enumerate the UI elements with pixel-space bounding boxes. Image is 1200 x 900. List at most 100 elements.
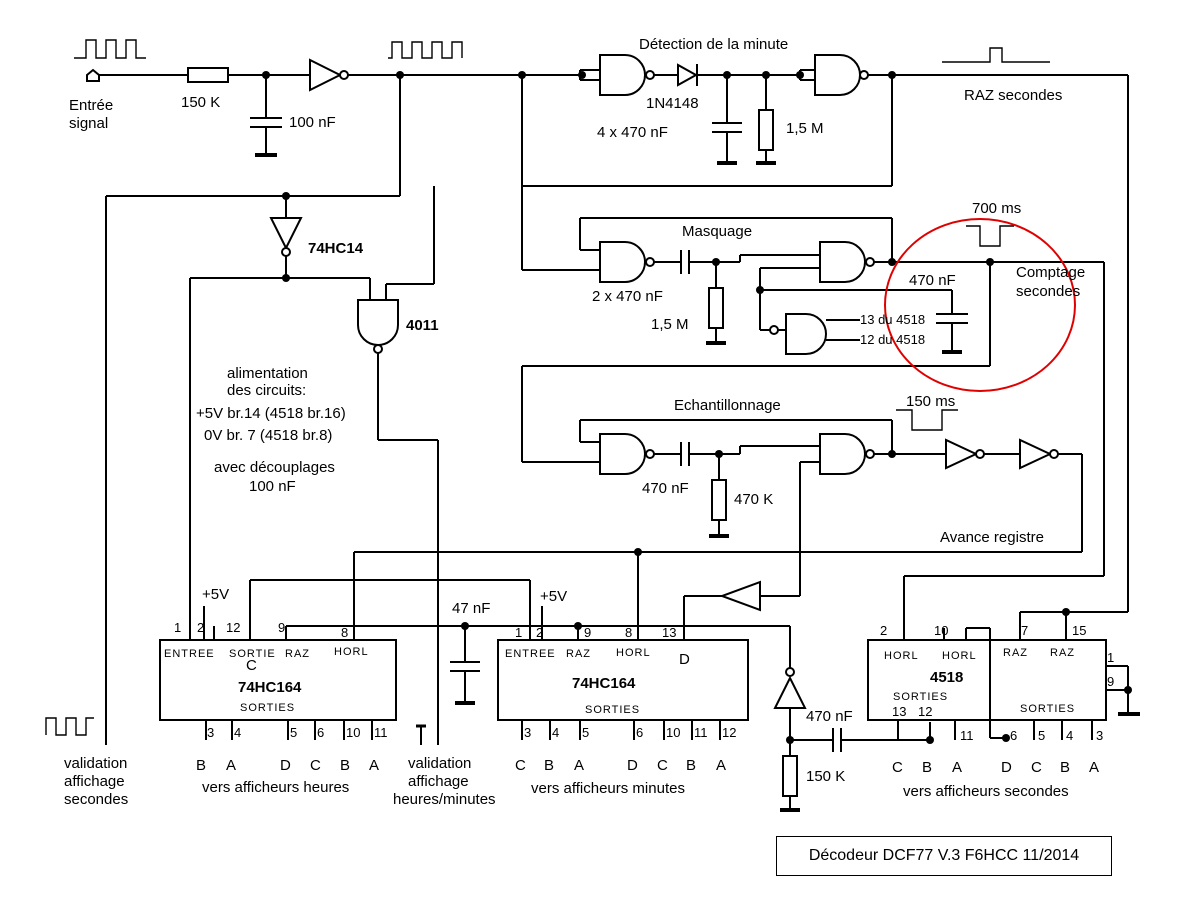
svg-text:3: 3 bbox=[1096, 728, 1103, 743]
svg-text:5: 5 bbox=[290, 725, 297, 740]
label-validation-sec-1: validation bbox=[64, 755, 127, 772]
pulse-700ms-waveform bbox=[966, 225, 1014, 247]
highlight-circle bbox=[884, 218, 1076, 392]
label-1-5m-b: 1,5 M bbox=[651, 316, 689, 333]
inverter-74hc14 bbox=[269, 217, 303, 251]
svg-text:4: 4 bbox=[552, 725, 559, 740]
svg-text:HORL: HORL bbox=[884, 650, 919, 662]
label-signal: signal bbox=[69, 115, 108, 132]
svg-text:B: B bbox=[1060, 759, 1070, 776]
ic-74hc164-minutes bbox=[497, 639, 749, 721]
nand-gate-4011 bbox=[357, 299, 399, 346]
nand-gate-mask-2 bbox=[819, 241, 866, 283]
svg-text:8: 8 bbox=[625, 625, 632, 640]
label-470nf-c: 470 nF bbox=[806, 708, 853, 725]
nand-gate-sample-2 bbox=[819, 433, 866, 475]
svg-text:D: D bbox=[627, 757, 638, 774]
label-raz-secondes: RAZ secondes bbox=[964, 87, 1062, 104]
label-detection: Détection de la minute bbox=[639, 36, 788, 53]
label-vers-minutes: vers afficheurs minutes bbox=[531, 780, 685, 797]
ic-pin-stubs bbox=[203, 606, 1093, 740]
svg-text:1: 1 bbox=[1107, 650, 1114, 665]
label-validation-sec-2: affichage bbox=[64, 773, 125, 790]
svg-text:A: A bbox=[952, 759, 962, 776]
svg-text:6: 6 bbox=[317, 725, 324, 740]
svg-text:A: A bbox=[716, 757, 726, 774]
resistor-150k-b bbox=[782, 755, 798, 797]
label-secondes: secondes bbox=[1016, 283, 1080, 300]
svg-text:2: 2 bbox=[880, 623, 887, 638]
svg-text:6: 6 bbox=[1010, 728, 1017, 743]
label-470nf-b: 470 nF bbox=[642, 480, 689, 497]
label-150ms: 150 ms bbox=[906, 393, 955, 410]
pulse-150ms-waveform bbox=[896, 409, 958, 431]
ic1-sortie: SORTIE bbox=[229, 648, 276, 660]
ic2-labels: 1 2 9 8 13 ENTREE RAZ HORL D 74HC164 SOR… bbox=[505, 625, 736, 774]
ic1-pin-12: 12 bbox=[226, 620, 240, 635]
label-entree: Entrée bbox=[69, 97, 113, 114]
svg-text:HORL: HORL bbox=[616, 647, 651, 659]
ic1-name: 74HC164 bbox=[238, 679, 302, 696]
ic1-raz: RAZ bbox=[285, 648, 310, 660]
masking-section bbox=[521, 217, 1105, 576]
label-validation-hm-1: validation bbox=[408, 755, 471, 772]
inverter-bottom bbox=[773, 675, 807, 709]
label-validation-sec-3: secondes bbox=[64, 791, 128, 808]
label-alim-5: avec découplages bbox=[214, 459, 335, 476]
svg-text:B: B bbox=[340, 757, 350, 774]
ic1-sorties: SORTIES bbox=[240, 702, 295, 714]
label-echantillonnage: Echantillonnage bbox=[674, 397, 781, 414]
svg-text:3: 3 bbox=[207, 725, 214, 740]
label-2x470nf: 2 x 470 nF bbox=[592, 288, 663, 305]
svg-text:11: 11 bbox=[694, 725, 708, 740]
resistor-1-5m-a bbox=[758, 109, 774, 151]
label-150k: 150 K bbox=[181, 94, 220, 111]
label-comptage: Comptage bbox=[1016, 264, 1085, 281]
svg-text:2: 2 bbox=[536, 625, 543, 640]
label-470nf-a: 470 nF bbox=[909, 272, 956, 289]
label-13-du-4518: 13 du 4518 bbox=[860, 312, 925, 327]
label-1-5m-a: 1,5 M bbox=[786, 120, 824, 137]
inverter-advance bbox=[719, 580, 761, 612]
svg-text:74HC164: 74HC164 bbox=[572, 675, 636, 692]
svg-text:D: D bbox=[1001, 759, 1012, 776]
ic1-pin-8: 8 bbox=[341, 625, 348, 640]
svg-text:10: 10 bbox=[666, 725, 680, 740]
svg-text:RAZ: RAZ bbox=[566, 648, 591, 660]
svg-text:B: B bbox=[544, 757, 554, 774]
svg-text:C: C bbox=[1031, 759, 1042, 776]
label-150k-b: 150 K bbox=[806, 768, 845, 785]
title-block: Décodeur DCF77 V.3 F6HCC 11/2014 bbox=[776, 836, 1112, 876]
ic-4518-seconds bbox=[867, 639, 1107, 721]
input-section bbox=[74, 39, 580, 157]
svg-text:4: 4 bbox=[1066, 728, 1073, 743]
svg-text:4: 4 bbox=[234, 725, 241, 740]
svg-text:13: 13 bbox=[892, 704, 906, 719]
diode-1n4148 bbox=[677, 63, 699, 87]
label-validation-hm-3: heures/minutes bbox=[393, 791, 496, 808]
svg-text:9: 9 bbox=[1107, 674, 1114, 689]
title-text: Décodeur DCF77 V.3 F6HCC 11/2014 bbox=[808, 847, 1080, 864]
svg-text:A: A bbox=[1089, 759, 1099, 776]
svg-text:10: 10 bbox=[934, 623, 948, 638]
nand-gate-mask-1 bbox=[599, 241, 646, 283]
svg-text:RAZ: RAZ bbox=[1050, 647, 1075, 659]
label-plus5v-a: +5V bbox=[202, 586, 229, 603]
raz-pulse-waveform bbox=[942, 47, 1050, 63]
ic1-pin-9: 9 bbox=[278, 620, 285, 635]
ic1-letter: C bbox=[246, 657, 257, 674]
label-diode: 1N4148 bbox=[646, 95, 699, 112]
svg-text:C: C bbox=[892, 759, 903, 776]
svg-text:11: 11 bbox=[374, 725, 388, 740]
label-4011: 4011 bbox=[406, 317, 439, 334]
svg-text:6: 6 bbox=[636, 725, 643, 740]
label-plus5v-b: +5V bbox=[540, 588, 567, 605]
svg-text:SORTIES: SORTIES bbox=[585, 704, 640, 716]
svg-text:B: B bbox=[686, 757, 696, 774]
component-labels: Entrée signal 150 K 100 nF Détection de … bbox=[64, 36, 1085, 808]
input-pulse-waveform bbox=[74, 39, 146, 59]
label-alim-2: des circuits: bbox=[227, 382, 306, 399]
label-vers-secondes: vers afficheurs secondes bbox=[903, 783, 1069, 800]
sampling-section bbox=[353, 409, 1083, 640]
